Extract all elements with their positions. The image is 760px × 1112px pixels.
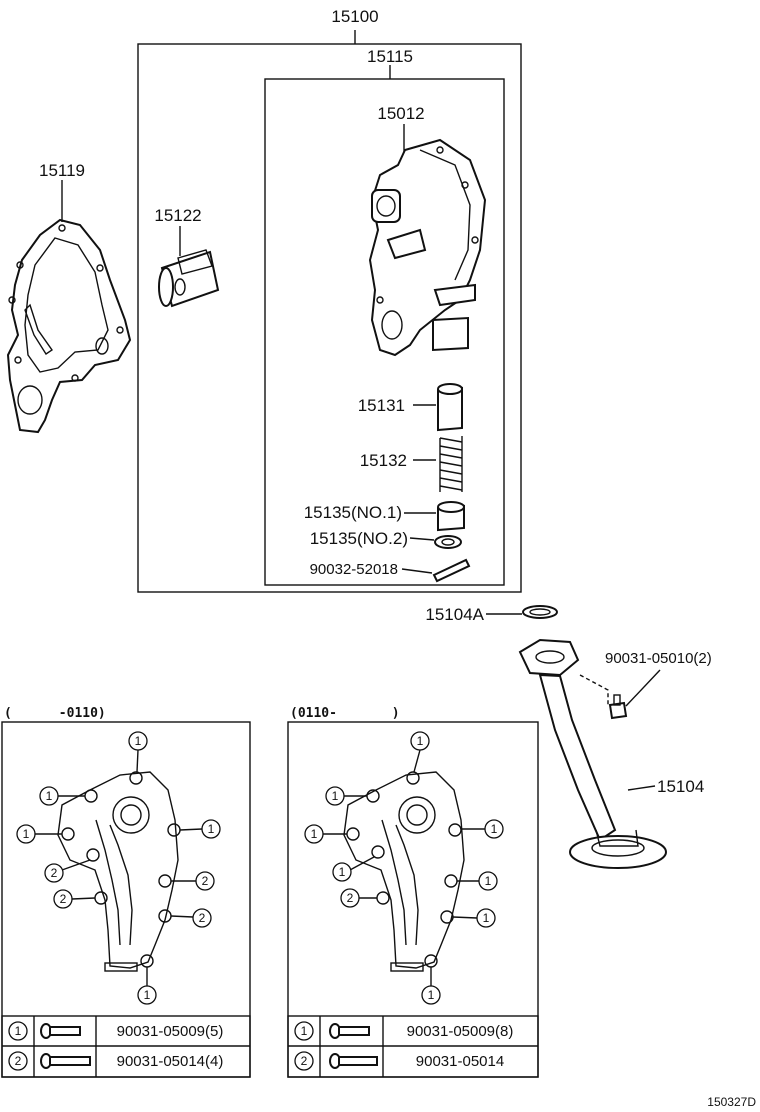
bolt-part-number: 90031-05009(5) xyxy=(117,1023,224,1040)
svg-text:2: 2 xyxy=(199,911,206,925)
svg-text:2: 2 xyxy=(202,874,209,888)
svg-text:2: 2 xyxy=(347,891,354,905)
callout-15104A: 15104A xyxy=(425,605,484,624)
svg-text:2: 2 xyxy=(51,866,58,880)
callout-15104: 15104 xyxy=(657,777,704,796)
variant-panel-1: ( -0110) 1 1 1 1 2 2 2 2 1 xyxy=(1,706,251,1078)
svg-text:1: 1 xyxy=(135,734,142,748)
svg-text:2: 2 xyxy=(60,892,67,906)
callout-90031-05010: 90031-05010(2) xyxy=(605,650,712,667)
svg-text:1: 1 xyxy=(144,988,151,1002)
pin-part: 90032-52018 xyxy=(310,558,471,583)
variant-panel-2: (0110- ) 1 1 1 1 1 1 2 1 1 xyxy=(287,706,539,1078)
svg-text:1: 1 xyxy=(332,789,339,803)
gasket-part: 15119 xyxy=(6,161,132,434)
bolt-legend-table: 1 2 90031-05009(5) 90031-05014(4) xyxy=(1,1015,251,1078)
variant-range-label: ( -0110) xyxy=(4,706,106,721)
key-callouts: 1 1 1 1 2 2 2 2 1 xyxy=(16,731,221,1005)
oring-part: 15104A xyxy=(425,605,558,624)
bolt-part-number: 90031-05014(4) xyxy=(117,1053,224,1070)
callout-15122: 15122 xyxy=(154,206,201,225)
callout-15012: 15012 xyxy=(377,104,424,123)
short-bolt-icon xyxy=(40,1023,81,1039)
bolt-legend-table: 1 2 90031-05009(8) 90031-05014 xyxy=(287,1015,539,1078)
callout-15119: 15119 xyxy=(39,161,85,180)
subassembly-frame: 15115 xyxy=(264,47,505,586)
callout-15115: 15115 xyxy=(367,47,413,66)
svg-text:1: 1 xyxy=(301,1024,308,1038)
rotor-part: 15122 xyxy=(154,206,220,308)
retainer-1-part: 15135(NO.1) xyxy=(304,501,465,532)
svg-text:1: 1 xyxy=(417,734,424,748)
strainer-part: 15104 xyxy=(518,638,704,869)
variant-range-label: (0110- ) xyxy=(290,706,400,721)
callout-15131: 15131 xyxy=(358,396,405,415)
bolt-part-number: 90031-05009(8) xyxy=(407,1023,514,1040)
relief-valve-part: 15131 xyxy=(358,383,463,432)
callout-15135-no2: 15135(NO.2) xyxy=(310,529,408,548)
relief-spring-part: 15132 xyxy=(360,436,463,492)
svg-text:1: 1 xyxy=(46,789,53,803)
svg-text:1: 1 xyxy=(208,822,215,836)
svg-text:1: 1 xyxy=(428,988,435,1002)
svg-text:1: 1 xyxy=(311,827,318,841)
long-bolt-icon xyxy=(329,1053,378,1069)
key-callouts: 1 1 1 1 1 1 2 1 1 xyxy=(304,731,504,1005)
short-bolt-icon xyxy=(329,1023,370,1039)
assembly-frame: 15100 xyxy=(137,7,522,593)
svg-text:1: 1 xyxy=(339,865,346,879)
svg-text:2: 2 xyxy=(301,1054,308,1068)
svg-text:1: 1 xyxy=(23,827,30,841)
callout-15100: 15100 xyxy=(331,7,378,26)
svg-text:1: 1 xyxy=(491,822,498,836)
retainer-2-part: 15135(NO.2) xyxy=(310,529,462,549)
svg-text:1: 1 xyxy=(485,874,492,888)
callout-90032-52018: 90032-52018 xyxy=(310,561,398,578)
callout-15135-no1: 15135(NO.1) xyxy=(304,503,402,522)
bolt-part-number: 90031-05014 xyxy=(416,1053,504,1070)
callout-15132: 15132 xyxy=(360,451,407,470)
svg-text:1: 1 xyxy=(15,1024,22,1038)
svg-text:2: 2 xyxy=(15,1054,22,1068)
pump-body-part: 15012 xyxy=(368,104,487,357)
strainer-bolt-part: 90031-05010(2) xyxy=(579,650,712,720)
svg-text:1: 1 xyxy=(483,911,490,925)
figure-id: 150327D xyxy=(707,1095,756,1109)
long-bolt-icon xyxy=(40,1053,91,1069)
